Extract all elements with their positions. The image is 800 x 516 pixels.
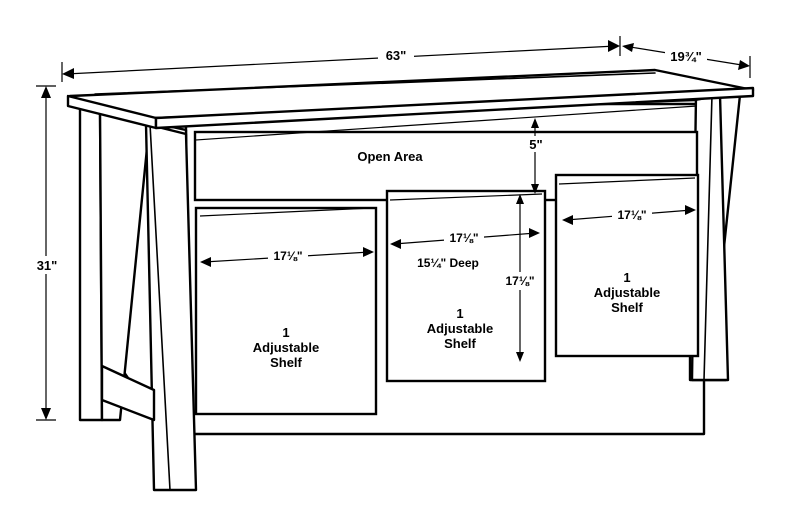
right-front-leg <box>688 93 742 382</box>
center-shelf-line2: Shelf <box>444 336 476 351</box>
open-area-height-label: 5" <box>529 137 542 152</box>
left-shelf-line2: Shelf <box>270 355 302 370</box>
depth-dimension: 19¾" <box>622 43 751 78</box>
right-shelf-line2: Shelf <box>611 300 643 315</box>
right-width-dimension: 17⅛" <box>562 205 696 225</box>
left-stretcher <box>100 364 156 422</box>
center-width-dimension: 17⅛" <box>390 228 540 249</box>
left-width-label: 17⅛" <box>273 249 302 263</box>
tabletop <box>66 68 755 130</box>
left-front-leg <box>144 122 198 492</box>
right-shelf-label: 1 Adjustable Shelf <box>594 270 660 315</box>
width-label: 63" <box>386 48 407 63</box>
height-label: 31" <box>37 258 58 273</box>
center-height-label: 17⅛" <box>505 274 534 288</box>
height-dimension: 31" <box>28 85 66 421</box>
depth-label: 19¾" <box>670 49 701 64</box>
left-shelf-label: 1 Adjustable Shelf <box>253 325 319 370</box>
left-width-dimension: 17⅛" <box>200 247 374 267</box>
center-shelf-label: 1 Adjustable Shelf <box>427 306 493 351</box>
left-compartment <box>194 206 378 416</box>
center-shelf-line1: Adjustable <box>427 321 493 336</box>
open-area-label: Open Area <box>357 149 423 164</box>
center-shelf-count: 1 <box>456 306 463 321</box>
right-compartment <box>554 173 700 358</box>
left-shelf-line1: Adjustable <box>253 340 319 355</box>
right-width-label: 17⅛" <box>617 208 646 222</box>
width-dimension: 63" <box>61 36 621 82</box>
open-area-height-dimension: 5" <box>524 118 548 194</box>
center-height-dimension: 17⅛" <box>500 194 540 362</box>
right-shelf-count: 1 <box>623 270 630 285</box>
interior-depth-label: 15¼" Deep <box>417 256 479 270</box>
right-shelf-line1: Adjustable <box>594 285 660 300</box>
center-width-label: 17⅛" <box>449 231 478 245</box>
left-shelf-count: 1 <box>282 325 289 340</box>
